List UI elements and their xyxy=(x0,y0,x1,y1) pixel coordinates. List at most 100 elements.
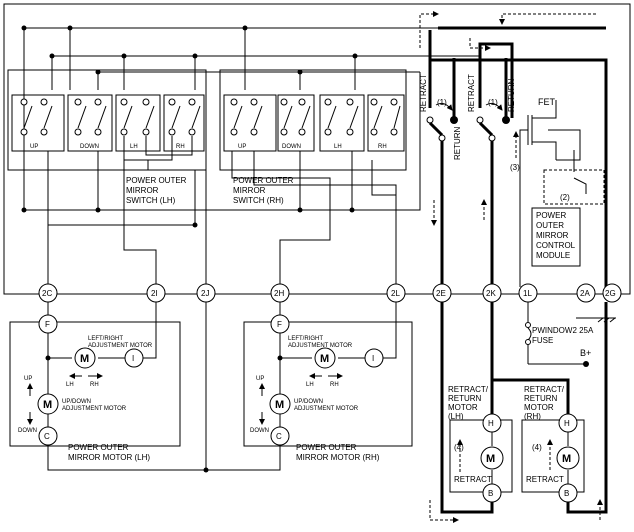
control-module: (2) POWER OUTER MIRROR CONTROL MODULE (3… xyxy=(510,131,605,267)
motor-rh-down: DOWN xyxy=(250,428,269,434)
motor-lh-f: F xyxy=(45,320,50,329)
switch-lh-down: DOWN xyxy=(80,144,99,150)
motor-rh-lh: LH xyxy=(306,382,314,388)
retract-lh-title-4: (LH) xyxy=(448,412,464,421)
retract-lh-n4: (4) xyxy=(454,443,464,452)
motor-lh-up: UP xyxy=(24,376,32,382)
fuse-name: PWINDOW2 25A xyxy=(532,326,594,335)
motor-lh-ud-m: M xyxy=(43,399,52,411)
fuse: PWINDOW2 25A FUSE B+ xyxy=(525,302,594,367)
motor-lh-title-2: MIRROR MOTOR (LH) xyxy=(68,453,150,462)
motor-rh-lr-m: M xyxy=(320,353,329,365)
retract-lh-b: B xyxy=(488,489,493,498)
motor-lh-lr-m: M xyxy=(80,353,89,365)
motor-lh-rh: RH xyxy=(90,382,99,388)
harness-wires xyxy=(23,72,421,287)
motor-rh-ud-1: UP/DOWN xyxy=(294,399,323,405)
connector-2e: 2E xyxy=(436,289,446,298)
switch-lh-rh: RH xyxy=(176,144,185,150)
retract-rh-title-3: MOTOR xyxy=(524,403,554,412)
motor-rh-f: F xyxy=(277,320,282,329)
return-label-1: RETURN xyxy=(453,126,462,160)
motor-lh-c: C xyxy=(44,432,50,441)
retract-label-1: RETRACT xyxy=(419,74,428,112)
connector-2g: 2G xyxy=(605,289,616,298)
switch-rh-rh: RH xyxy=(378,144,387,150)
switch-rh-down: DOWN xyxy=(282,144,301,150)
retract-motor-rh: H M B RETRACT/ RETURN MOTOR (RH) (4) RET… xyxy=(521,302,608,514)
switch-rh-lh: LH xyxy=(334,144,342,150)
retract-rh-title-4: (RH) xyxy=(524,412,541,421)
module-l1: POWER xyxy=(536,211,566,220)
motor-rh-title-2: MIRROR MOTOR (RH) xyxy=(296,453,380,462)
motor-rh-i: I xyxy=(372,354,374,363)
retract-lh-h: H xyxy=(488,419,494,428)
retract-lh-m: M xyxy=(486,453,495,465)
fet-label: FET xyxy=(538,97,556,107)
motor-rh-title-1: POWER OUTER xyxy=(296,443,357,452)
connector-2c: 2C xyxy=(42,289,52,298)
retract-lh-title-1: RETRACT/ xyxy=(448,385,489,394)
motor-rh-ud-2: ADJUSTMENT MOTOR xyxy=(294,406,359,412)
harness-frame xyxy=(3,3,631,295)
motor-lh-down: DOWN xyxy=(18,428,37,434)
connector-2i: 2I xyxy=(151,289,158,298)
motor-lh-lr-1: LEFT/RIGHT xyxy=(88,336,123,342)
switch-lh-title-1: POWER OUTER xyxy=(126,176,187,185)
switch-lh: UP DOWN LH RH POWER OUTER MIRROR SWITCH … xyxy=(7,69,207,205)
label-n3: (3) xyxy=(510,163,520,172)
retract-motor-lh: H M B RETRACT/ RETURN MOTOR (LH) (4) RET… xyxy=(440,302,570,514)
motor-rh-up: UP xyxy=(256,376,264,382)
label-n2: (2) xyxy=(560,193,570,202)
switch-lh-lh: LH xyxy=(130,144,138,150)
retract-rh-m: M xyxy=(562,453,571,465)
retract-label-2: RETRACT xyxy=(467,74,476,112)
motor-lh-lh: LH xyxy=(66,382,74,388)
motor-rh-ud-m: M xyxy=(275,399,284,411)
switch-lh-title-3: SWITCH (LH) xyxy=(126,196,176,205)
ground-junction xyxy=(203,467,209,473)
retract-rh-title-2: RETURN xyxy=(524,394,558,403)
motor-rh-lr-1: LEFT/RIGHT xyxy=(288,336,323,342)
return-label-2: RETURN xyxy=(507,78,516,112)
connector-2l: 2L xyxy=(391,289,400,298)
label-n1-a: (1) xyxy=(437,98,447,107)
connector-2h: 2H xyxy=(274,289,284,298)
motor-rh-rh: RH xyxy=(330,382,339,388)
connector-2a: 2A xyxy=(580,289,590,298)
motor-lh-lr-2: ADJUSTMENT MOTOR xyxy=(88,343,153,349)
connector-row: 2C 2I 2J 2H 2L 2E 2K 1L 2A 2G xyxy=(38,283,622,303)
motor-lh-title-1: POWER OUTER xyxy=(68,443,129,452)
module-l2: OUTER xyxy=(536,221,564,230)
connector-2j: 2J xyxy=(201,289,209,298)
module-l5: MODULE xyxy=(536,251,570,260)
switch-rh-title-2: MIRROR xyxy=(233,186,266,195)
retract-rh-title-1: RETRACT/ xyxy=(524,385,565,394)
retract-lh-title-2: RETURN xyxy=(448,394,482,403)
switch-rh: UP DOWN LH RH POWER OUTER MIRROR SWITCH … xyxy=(219,69,407,205)
retract-rh-b: B xyxy=(564,489,569,498)
switch-rh-title-1: POWER OUTER xyxy=(233,176,294,185)
motor-rh-c: C xyxy=(276,432,282,441)
connector-2k: 2K xyxy=(486,289,496,298)
connector-1l: 1L xyxy=(523,289,532,298)
retract-lh-title-3: MOTOR xyxy=(448,403,478,412)
label-n1-b: (1) xyxy=(488,98,498,107)
module-l4: CONTROL xyxy=(536,241,576,250)
flow-arrows xyxy=(419,11,603,523)
switch-rh-up: UP xyxy=(238,144,246,150)
mirror-motor-rh: F I C M M LEFT/RIGHT ADJUSTMENT MOTOR LH… xyxy=(206,302,413,471)
motor-lh-i: I xyxy=(132,354,134,363)
battery-label: B+ xyxy=(580,348,591,358)
retract-relay-wires xyxy=(426,26,608,287)
retract-rh-retract: RETRACT xyxy=(526,475,564,484)
switch-lh-title-2: MIRROR xyxy=(126,186,159,195)
switch-rh-title-3: SWITCH (RH) xyxy=(233,196,284,205)
bus-junction-dots xyxy=(21,25,358,228)
motor-lh-ud-1: UP/DOWN xyxy=(62,399,91,405)
switch-lh-up: UP xyxy=(30,144,38,150)
fuse-sub: FUSE xyxy=(532,336,553,345)
motor-rh-lr-2: ADJUSTMENT MOTOR xyxy=(288,343,353,349)
